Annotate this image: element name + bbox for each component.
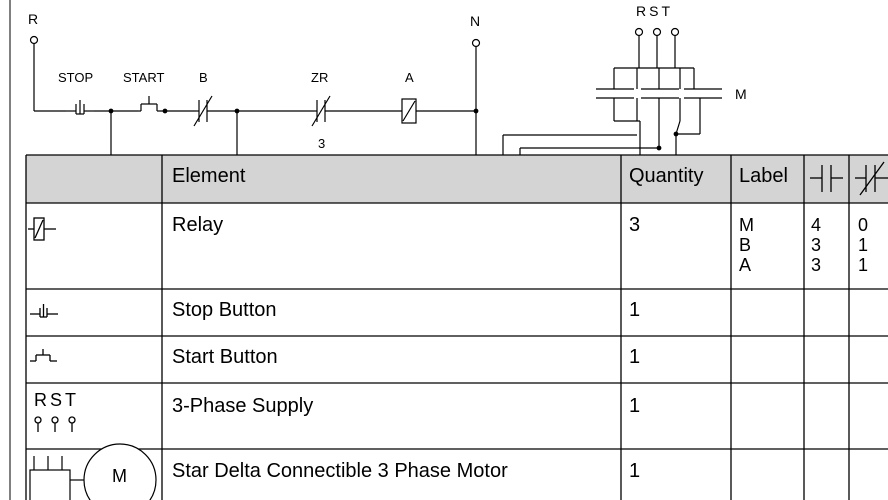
relay-coil-icon (28, 217, 56, 241)
supply-label: RST (636, 3, 673, 19)
three-phase-supply-icon: RST (34, 390, 79, 432)
row-no-count: 4 (811, 215, 821, 235)
table-header-bg (26, 155, 888, 203)
motor-contacts-label: M (735, 86, 747, 102)
row-no-count: 3 (811, 255, 821, 275)
start-button-symbol[interactable] (138, 96, 160, 112)
table-row[interactable]: M Star Delta Connectible 3 Phase Motor 1 (29, 443, 640, 500)
supply-s-terminal[interactable] (652, 27, 662, 37)
rail-r-label: R (28, 11, 38, 27)
row-nc-count: 0 (858, 215, 868, 235)
contact-zr-sublabel: 3 (318, 136, 325, 151)
table-header-row: Element Quantity Label (172, 161, 888, 196)
row-element: 3-Phase Supply (172, 395, 313, 417)
stop-button-icon (30, 304, 58, 318)
header-label[interactable]: Label (739, 165, 788, 187)
row-quantity: 1 (629, 395, 640, 417)
supply-t-terminal[interactable] (670, 27, 680, 37)
table-row[interactable]: RST 3-Phase Supply 1 (34, 390, 640, 432)
table-row[interactable]: Relay 3 M B A 4 3 3 0 1 1 (28, 214, 868, 275)
table-row[interactable]: Start Button 1 (30, 346, 640, 368)
three-phase-contactor (502, 27, 722, 160)
contact-b-label: B (199, 70, 208, 85)
header-element[interactable]: Element (172, 165, 246, 187)
contact-zr-label: ZR (311, 70, 328, 85)
row-nc-count: 1 (858, 235, 868, 255)
motor-contact-plates[interactable] (596, 88, 722, 99)
row-label-a: A (739, 255, 751, 275)
relay-coil-a-symbol[interactable] (401, 98, 417, 124)
component-table (25, 154, 888, 500)
relay-a-label: A (405, 70, 414, 85)
no-contact-icon[interactable] (810, 165, 843, 192)
row-quantity: 1 (629, 460, 640, 482)
row-no-count: 3 (811, 235, 821, 255)
row-element: Stop Button (172, 299, 277, 321)
stop-button-symbol[interactable] (66, 100, 94, 115)
rail-r-terminal[interactable] (29, 35, 39, 45)
rail-n-terminal[interactable] (471, 38, 481, 48)
ladder-rung (29, 35, 481, 160)
header-quantity[interactable]: Quantity (629, 165, 703, 187)
supply-icon-text: RST (34, 390, 79, 410)
row-nc-count: 1 (858, 255, 868, 275)
start-button-icon (30, 349, 57, 362)
start-label: START (123, 70, 164, 85)
motor-icon-text: M (112, 466, 127, 486)
row-quantity: 3 (629, 214, 640, 236)
nc-contact-icon[interactable] (855, 161, 888, 196)
row-element: Start Button (172, 346, 278, 368)
motor-icon (29, 443, 157, 500)
row-label-b: B (739, 235, 751, 255)
table-row[interactable]: Stop Button 1 (30, 299, 640, 321)
row-quantity: 1 (629, 299, 640, 321)
row-element: Star Delta Connectible 3 Phase Motor (172, 460, 508, 482)
row-quantity: 1 (629, 346, 640, 368)
stop-label: STOP (58, 70, 93, 85)
rail-n-label: N (470, 13, 480, 29)
supply-r-terminal[interactable] (634, 27, 644, 37)
row-label-m: M (739, 215, 754, 235)
row-element: Relay (172, 214, 223, 236)
